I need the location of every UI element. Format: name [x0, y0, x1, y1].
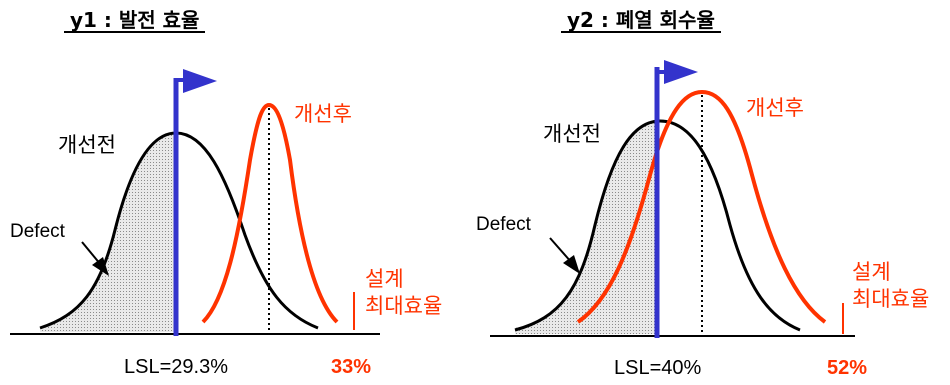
- panel-2-after-curve: [576, 89, 827, 324]
- panel-1-defect-area: [40, 133, 176, 332]
- panel-1-graphics: [10, 69, 380, 336]
- panel-2-spec-label-line2: 최대효율: [852, 287, 930, 312]
- panel-2-graphics: [490, 60, 855, 338]
- panel-2-defect-area: [515, 122, 657, 334]
- panel-1-after-curve: [201, 102, 339, 324]
- panel-2-before-label: 개선전: [543, 122, 601, 146]
- panel-1-spec-label: 설계 최대효율: [365, 266, 442, 321]
- panel-2-limit-value: 52%: [827, 357, 868, 379]
- panel-1-defect-arrow-icon: [92, 257, 109, 276]
- panel-2-spec-label: 설계 최대효율: [852, 259, 929, 314]
- panel-2-lsl-label: LSL=40%: [614, 357, 702, 379]
- panel-1-spec-label-line1: 설계: [365, 267, 404, 291]
- panel-2-before-curve: [514, 119, 801, 332]
- panel-1-limit-value: 33%: [331, 356, 372, 378]
- panel-2-after-label: 개선후: [746, 96, 804, 120]
- panel-1-after-label: 개선후: [294, 102, 352, 126]
- panel-2-defect-arrow-icon: [563, 255, 580, 274]
- panel-2-spec-label-line1: 설계: [852, 260, 891, 284]
- panel-1-before-label: 개선전: [58, 133, 116, 157]
- panel-1-lsl-label: LSL=29.3%: [124, 356, 228, 378]
- panel-2-defect-arrow-line: [549, 237, 573, 264]
- panel-1-defect-label: Defect: [10, 221, 65, 242]
- panel-1-spec-label-line2: 최대효율: [365, 294, 443, 319]
- panel-2-title: y2 : 폐열 회수율: [561, 10, 721, 33]
- panel-1-title: y1 : 발전 효율: [64, 10, 206, 33]
- panel-1-lsl-flag-icon: [183, 69, 217, 93]
- panel-2-defect-label: Defect: [476, 214, 531, 235]
- panel-2-lsl-flag-icon: [664, 60, 698, 84]
- panel-1-before-curve: [39, 131, 319, 330]
